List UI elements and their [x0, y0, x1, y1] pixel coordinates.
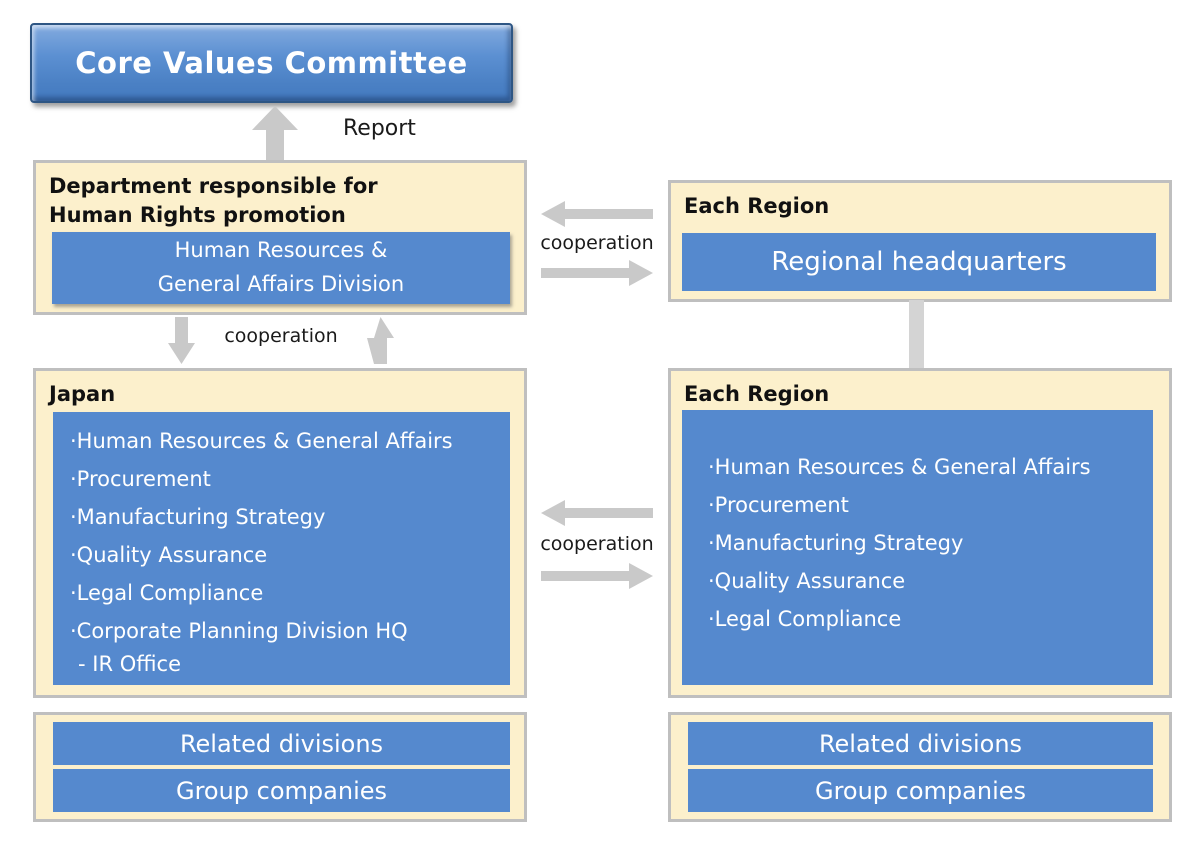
each-region-hq-panel: Each Region Regional headquarters — [668, 180, 1172, 302]
hr-general-affairs-division-box: Human Resources & General Affairs Divisi… — [52, 232, 510, 304]
cooperation-label: cooperation — [540, 232, 654, 254]
list-item: ·Human Resources & General Affairs — [708, 455, 1091, 479]
each-region-panel: Each Region ·Human Resources & General A… — [668, 368, 1172, 698]
report-label: Report — [343, 116, 416, 141]
japan-division-list: ·Human Resources & General Affairs ·Procu… — [53, 412, 510, 685]
department-panel-title: Department responsible for Human Rights … — [49, 174, 378, 228]
arrow-left-icon — [541, 201, 653, 227]
arrow-up-icon — [366, 317, 394, 364]
arrow-right-icon — [541, 563, 653, 589]
stack-row: Related divisions — [53, 722, 510, 765]
cooperation-label: cooperation — [224, 325, 338, 347]
cooperation-arrows-vertical: cooperation — [168, 317, 394, 364]
cooperation-arrows-top: cooperation — [538, 201, 656, 286]
arrow-left-icon — [541, 500, 653, 526]
cooperation-arrows-middle: cooperation — [538, 500, 656, 589]
cooperation-label: cooperation — [540, 533, 654, 555]
japan-panel: Japan ·Human Resources & General Affairs… — [33, 368, 527, 698]
regional-headquarters-box: Regional headquarters — [682, 233, 1156, 291]
list-item: ·Quality Assurance — [708, 569, 906, 593]
arrow-right-icon — [541, 260, 653, 286]
list-item: ·Manufacturing Strategy — [70, 505, 326, 529]
stack-row: Group companies — [53, 769, 510, 812]
core-values-committee-title: Core Values Committee — [75, 46, 468, 80]
department-panel: Department responsible for Human Rights … — [33, 160, 527, 315]
list-item: ·Corporate Planning Division HQ — [70, 619, 408, 643]
list-item: ·Human Resources & General Affairs — [70, 429, 453, 453]
vertical-connector — [909, 300, 924, 370]
list-item: ·Quality Assurance — [70, 543, 268, 567]
each-region-hq-title: Each Region — [684, 194, 830, 218]
core-values-committee-box: Core Values Committee — [30, 23, 513, 103]
list-item: ·Procurement — [70, 467, 211, 491]
list-item: ·Legal Compliance — [70, 581, 264, 605]
japan-panel-title: Japan — [49, 382, 116, 406]
arrow-down-icon — [168, 317, 195, 364]
list-item: ·Legal Compliance — [708, 607, 902, 631]
list-item: ·Procurement — [708, 493, 849, 517]
list-item: - IR Office — [78, 652, 182, 676]
stack-row: Related divisions — [688, 722, 1153, 765]
each-region-panel-title: Each Region — [684, 382, 830, 406]
list-item: ·Manufacturing Strategy — [708, 531, 964, 555]
stack-row: Group companies — [688, 769, 1153, 812]
report-up-arrow-icon — [252, 106, 298, 161]
region-division-list: ·Human Resources & General Affairs ·Procu… — [682, 410, 1153, 685]
